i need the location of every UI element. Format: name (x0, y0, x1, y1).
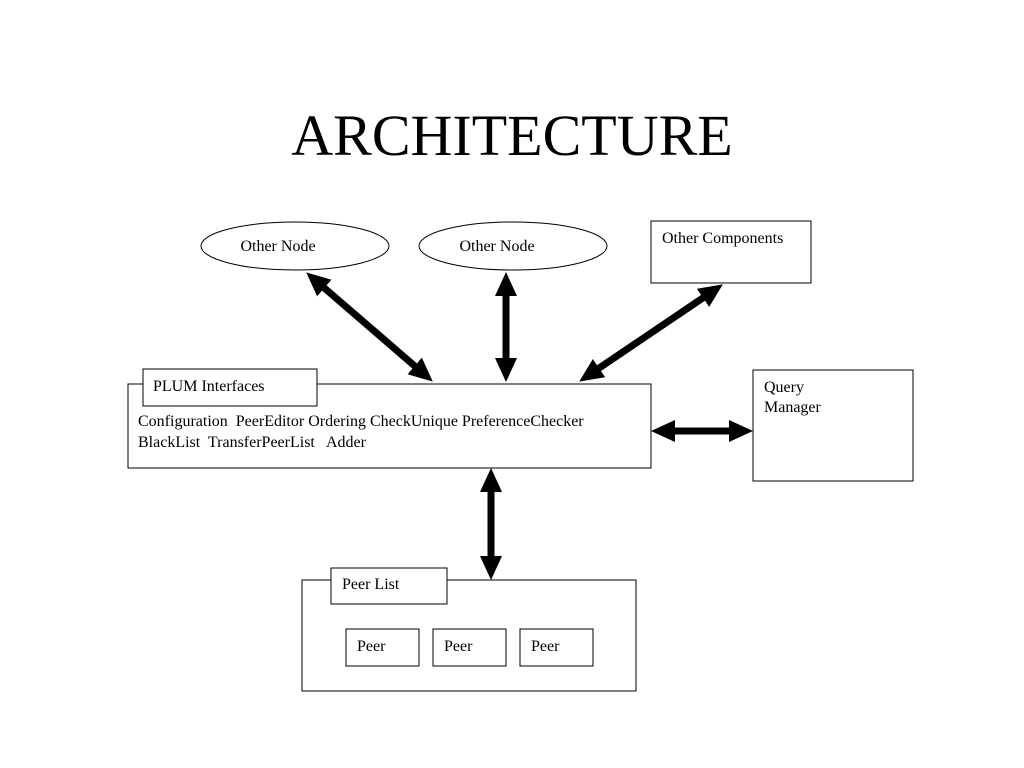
query-manager-label-line-2: Manager (764, 399, 822, 416)
peer-box-3 (519, 628, 594, 667)
peer-label-1: Peer (357, 638, 386, 655)
peer-label-2: Peer (444, 638, 473, 655)
peer-box-1 (345, 628, 420, 667)
other-components-label: Other Components (662, 230, 783, 247)
plum-tab-rect (142, 368, 318, 407)
peer-box-2 (432, 628, 507, 667)
query-manager-label-line-1: Query (764, 379, 804, 396)
other-components-box: Other Components (650, 220, 812, 284)
peer-label-3: Peer (531, 638, 560, 655)
peer-list-label: Peer List (342, 576, 400, 593)
arrow-other-components-to-plum (579, 284, 723, 382)
plum-components-line-2: BlackList TransferPeerList Adder (138, 434, 367, 451)
other-node-1: Other Node (200, 221, 390, 271)
other-node-1-ellipse (200, 221, 390, 271)
query-manager-rect (752, 369, 914, 482)
plum-components-line-1: Configuration PeerEditor Ordering CheckU… (138, 413, 584, 430)
other-node-2-ellipse (418, 221, 608, 271)
arrow-other-node-1-to-plum (306, 272, 433, 382)
peer-list-tab-rect (330, 567, 448, 605)
other-node-1-label: Other Node (240, 238, 315, 255)
peer-list-box: Peer List Peer Peer Peer (301, 567, 637, 692)
other-node-2-label: Other Node (459, 238, 534, 255)
query-manager-box: Query Manager (752, 369, 914, 482)
slide-title: ARCHITECTURE (291, 103, 732, 168)
plum-interfaces-box: PLUM Interfaces Configuration PeerEditor… (127, 368, 652, 469)
other-node-2: Other Node (418, 221, 608, 271)
plum-interfaces-label: PLUM Interfaces (153, 378, 265, 395)
other-components-rect (650, 220, 812, 284)
